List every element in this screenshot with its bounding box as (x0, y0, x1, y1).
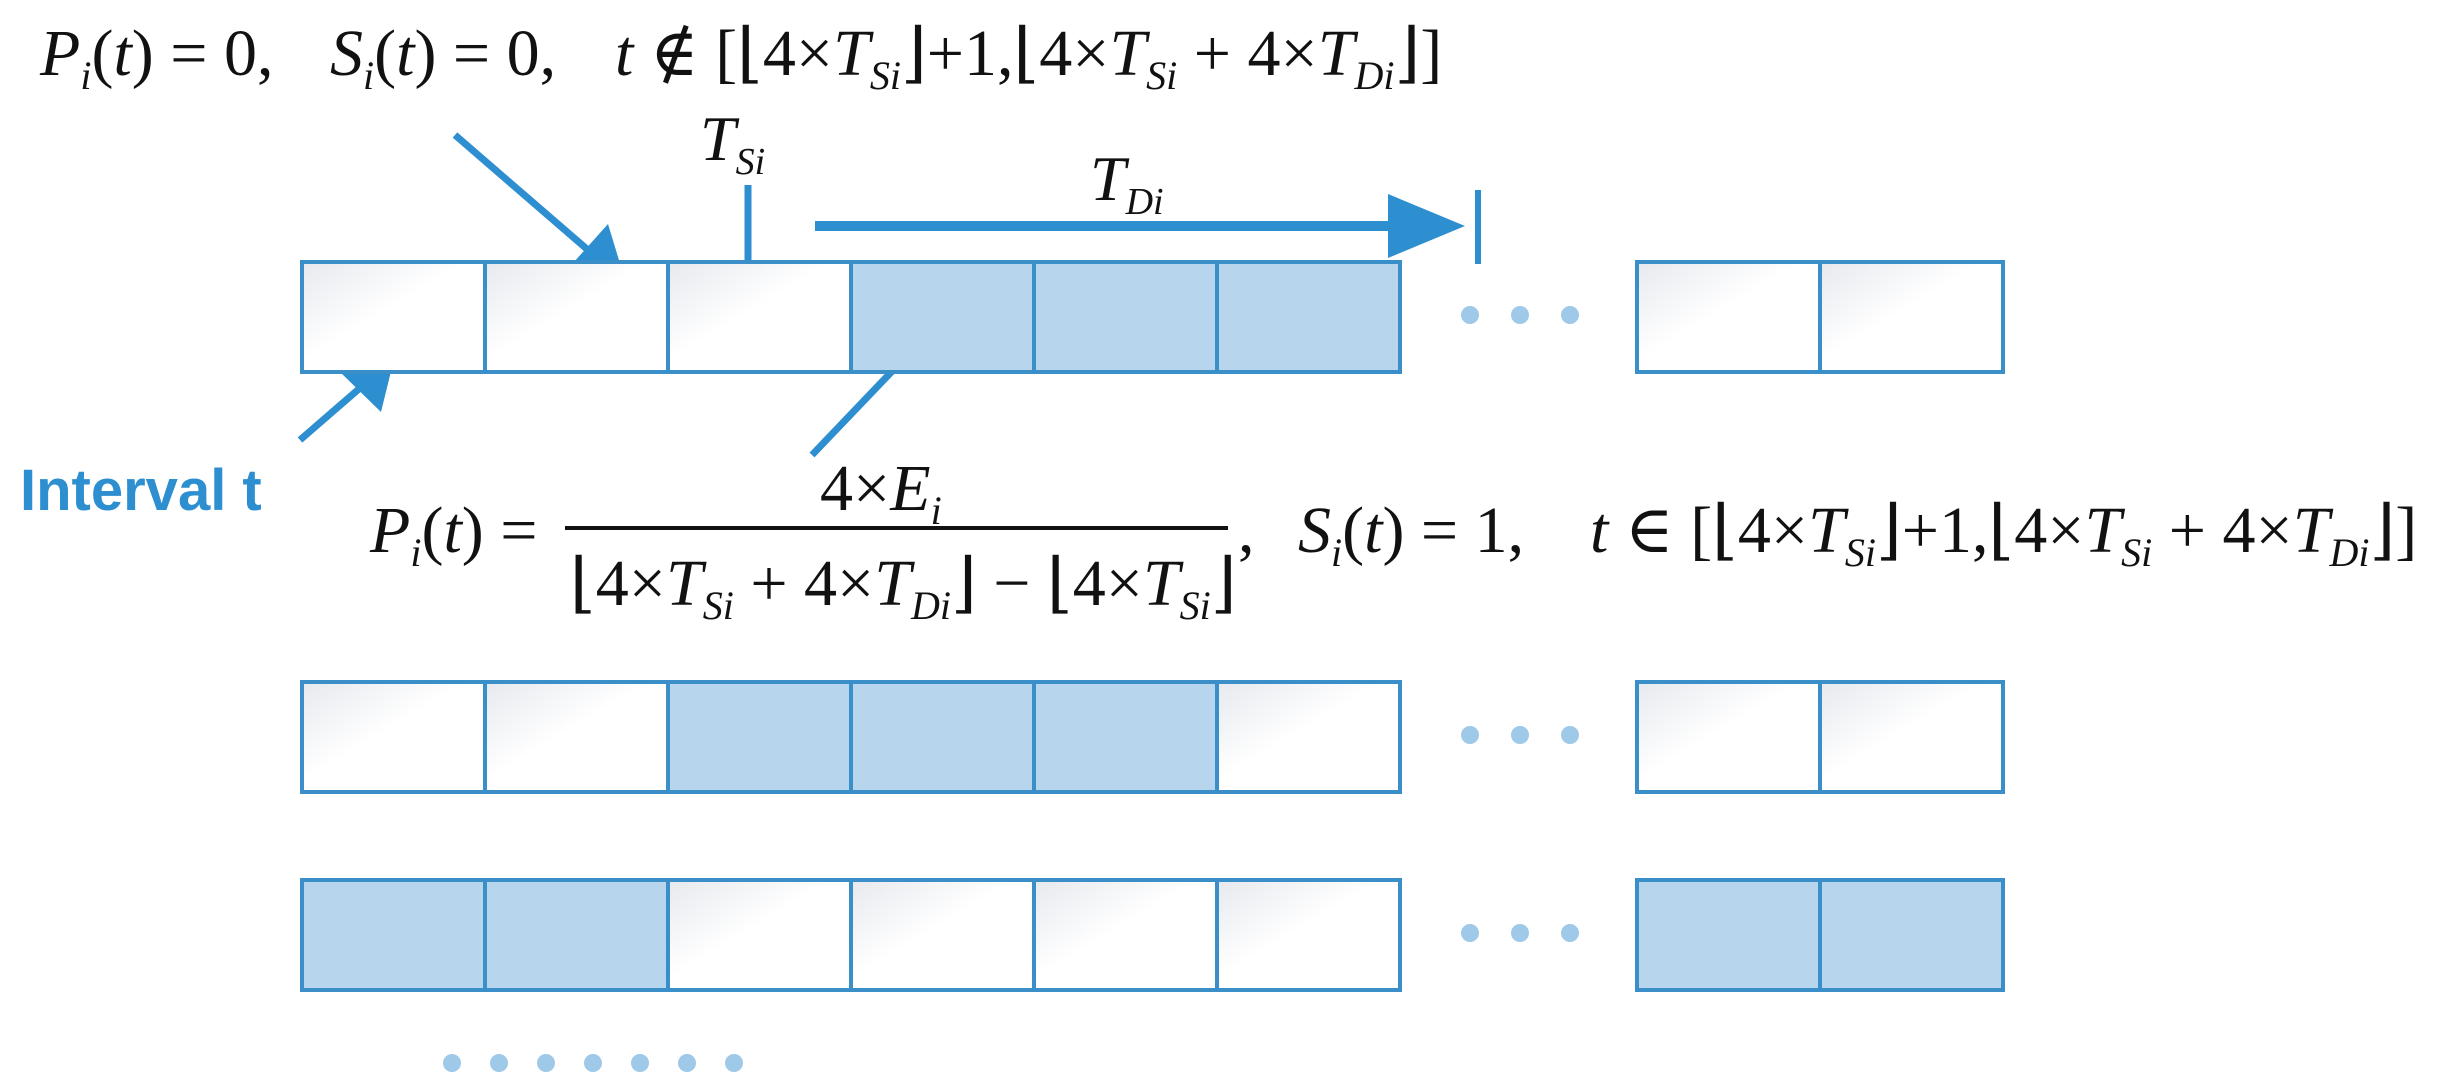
ellipsis-dot (537, 1054, 555, 1072)
active-cell (849, 260, 1036, 374)
inactive-cell (483, 260, 670, 374)
svg-text:Pi(t) =: Pi(t) = (369, 494, 537, 575)
svg-text:⌊4×TSi + 4×TDi⌋ − ⌊4×TSi⌋: ⌊4×TSi + 4×TDi⌋ − ⌊4×TSi⌋ (570, 547, 1237, 628)
ellipsis-dot (631, 1054, 649, 1072)
inactive-cell (1818, 260, 2005, 374)
t-s-label: TSi (700, 103, 765, 183)
inactive-cell (300, 260, 487, 374)
inactive-cell (300, 680, 487, 794)
formula-inactive: Pi(t) = 0, Si(t) = 0, t ∉ [⌊4×TSi⌋+1,⌊4×… (39, 17, 1442, 98)
ellipsis-dot (1561, 306, 1579, 324)
active-cell (1215, 260, 1402, 374)
interval-row (300, 260, 2005, 374)
active-cell (1818, 878, 2005, 992)
ellipsis-dot (1511, 924, 1529, 942)
ellipsis-dot (1561, 726, 1579, 744)
active-cell (666, 680, 853, 794)
interval-rows (300, 260, 2005, 992)
active-cell (300, 878, 487, 992)
ellipsis-dot (1511, 306, 1529, 324)
ellipsis-dot (1511, 726, 1529, 744)
ellipsis-dot (1461, 306, 1479, 324)
inactive-cell (666, 260, 853, 374)
t-d-label: TDi (1090, 143, 1164, 223)
inactive-cell (849, 878, 1036, 992)
inactive-cell (1215, 878, 1402, 992)
ellipsis-dot (443, 1054, 461, 1072)
svg-text:Pi(t) = 0, Si(t) = 0,: Pi(t) = 0, Si(t) = 0, t ∉ [⌊4×TSi⌋+1,⌊4×… (39, 17, 1442, 98)
active-cell (1032, 680, 1219, 794)
interval-label: Interval t (20, 458, 262, 523)
inactive-cell (1635, 260, 1822, 374)
more-rows-ellipsis (443, 1054, 743, 1072)
interval-row (300, 878, 2005, 992)
interval-row (300, 680, 2005, 794)
ellipsis-dot (1561, 924, 1579, 942)
inactive-cell (1635, 680, 1822, 794)
svg-text:4×Ei: 4×Ei (820, 452, 942, 533)
inactive-cell (1215, 680, 1402, 794)
active-cell (1635, 878, 1822, 992)
active-cell (1032, 260, 1219, 374)
ellipsis-dot (678, 1054, 696, 1072)
inactive-cell (1818, 680, 2005, 794)
t-d-arrow (815, 190, 1481, 264)
ellipsis-dot (1461, 726, 1479, 744)
formula-active: Pi(t) = 4×Ei ⌊4×TSi + 4×TDi⌋ − ⌊4×TSi⌋ ,… (369, 452, 2417, 628)
inactive-cell (1032, 878, 1219, 992)
active-cell (483, 878, 670, 992)
inactive-cell (483, 680, 670, 794)
svg-text:, Si(t) = 1, t ∈ [: , Si(t) = 1, t ∈ [⌊4×TSi⌋+1,⌊4×TSi + 4×T… (1238, 494, 2417, 575)
active-cell (849, 680, 1036, 794)
ellipsis-dot (1461, 924, 1479, 942)
ellipsis-dot (490, 1054, 508, 1072)
ellipsis-dot (725, 1054, 743, 1072)
inactive-cell (666, 878, 853, 992)
ellipsis-dot (584, 1054, 602, 1072)
arrow-to-cell-2 (452, 132, 625, 280)
